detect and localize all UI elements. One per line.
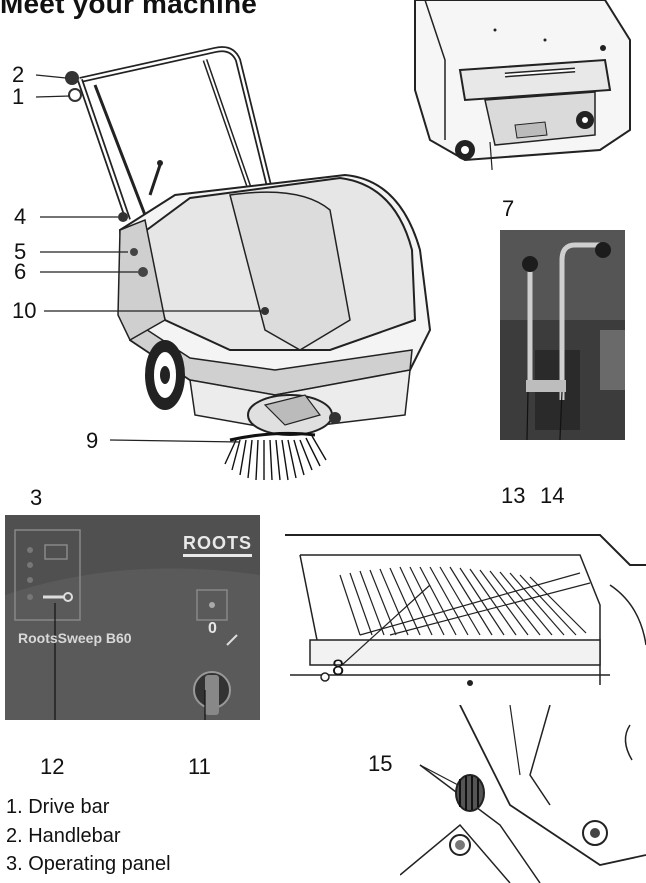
callout-6: 6 [14, 259, 27, 284]
page-title: Meet your machine [0, 0, 258, 19]
operating-panel-drawing [5, 515, 260, 720]
adjustment-knob-drawing [400, 705, 646, 883]
lever-photo [500, 230, 625, 440]
callout-15: 15 [368, 751, 393, 776]
legend-item-1: 1. Drive bar [6, 796, 110, 818]
callout-10: 10 [12, 298, 37, 323]
callout-1: 1 [12, 84, 25, 109]
lever-photo-drawing [500, 230, 625, 440]
main-brush-illustration [280, 525, 646, 700]
callout-13: 13 [501, 483, 526, 508]
callout-14: 14 [540, 483, 565, 508]
callout-11: 11 [188, 754, 211, 779]
main-brush-drawing [285, 534, 646, 686]
callout-7: 7 [502, 196, 515, 221]
adjustment-knob-illustration [400, 705, 646, 883]
legend-item-2: 2. Handlebar [6, 825, 121, 847]
legend-item-3: 3. Operating panel [6, 853, 171, 875]
operating-panel-photo: ROOTS RootsSweep B60 0 [5, 515, 260, 720]
rear-view-illustration [405, 0, 646, 170]
callout-9: 9 [86, 428, 99, 453]
panel-model-label: RootsSweep B60 [18, 630, 132, 646]
callout-8: 8 [332, 655, 345, 680]
callout-3: 3 [30, 485, 43, 510]
panel-brand-logo: ROOTS [183, 533, 253, 557]
callout-12: 12 [40, 754, 65, 779]
key-switch-position: 0 [208, 620, 217, 637]
sweeper-drawing [35, 46, 432, 481]
callout-4: 4 [14, 204, 27, 229]
main-machine-illustration [0, 20, 440, 490]
rear-view-drawing [414, 0, 631, 170]
callout-2: 2 [12, 62, 25, 87]
callout-5: 5 [14, 239, 27, 264]
